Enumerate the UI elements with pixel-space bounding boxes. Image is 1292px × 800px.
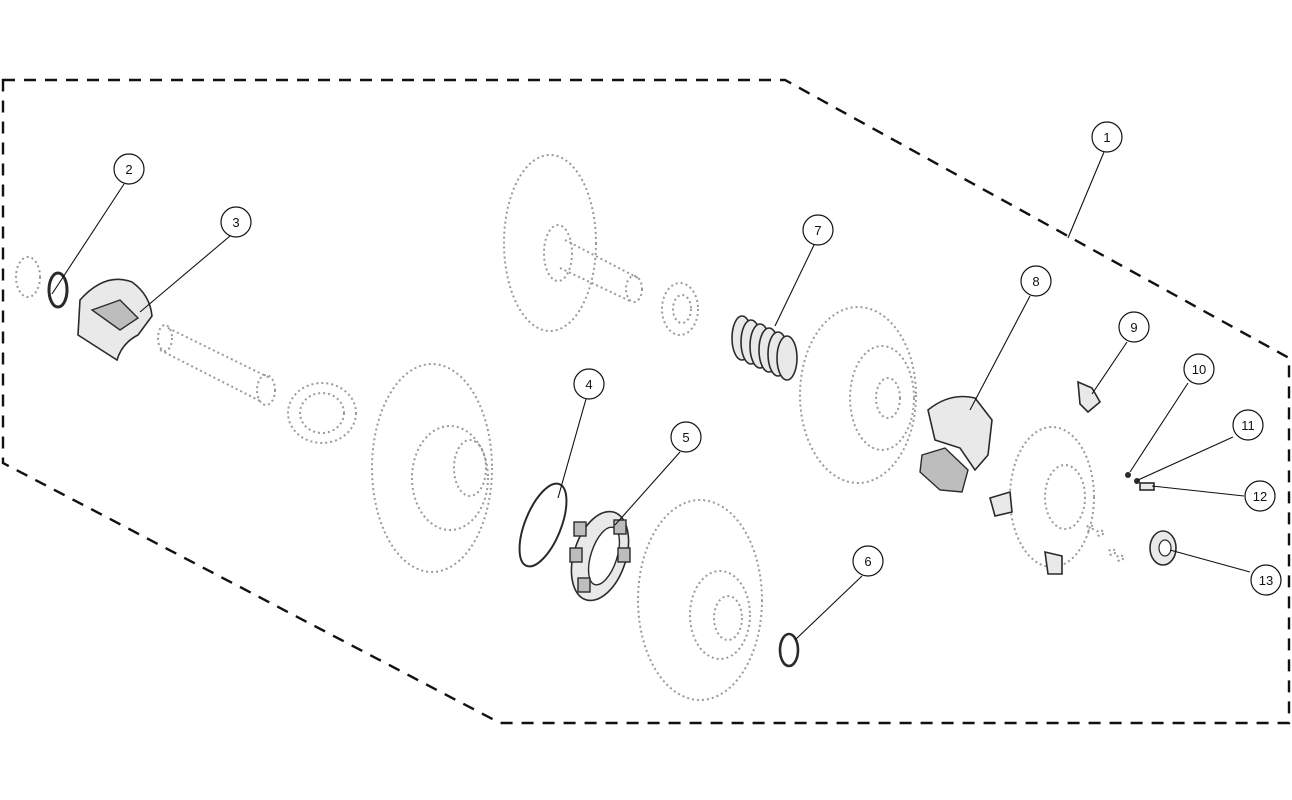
callout-c3: 3 [220,206,252,238]
callout-c8: 8 [1020,265,1052,297]
callout-bubble [1091,121,1123,153]
ghost-shaft [157,324,357,444]
callout-bubble [1118,311,1150,343]
callout-label: 13 [1259,573,1273,588]
ghost-sheave-top [503,154,643,332]
ghost-bearing [661,282,699,336]
callout-bubble [852,545,884,577]
callout-label: 2 [125,162,132,177]
part-roller-guide [569,510,631,602]
ghost-nut [15,256,41,298]
part-washer-small [1125,472,1131,478]
callout-label: 4 [585,377,592,392]
part-snap-ring [778,632,800,668]
callout-bubble [1183,353,1215,385]
callout-label: 10 [1192,362,1206,377]
callout-c13: 13 [1250,564,1282,596]
ghost-screws [1086,524,1124,562]
callout-bubble [802,214,834,246]
callout-label: 9 [1130,320,1137,335]
part-spring [731,315,798,381]
ghost-spider-plate [1009,426,1095,568]
callout-c12: 12 [1244,480,1276,512]
part-nut [1149,530,1177,566]
assembly-boundary [1,78,1291,725]
callout-label: 7 [814,223,821,238]
part-circlip [47,271,69,309]
ghost-movable-sheave [637,499,763,701]
part-weight-shoes [919,395,993,493]
callout-label: 5 [682,430,689,445]
callout-c9: 9 [1118,311,1150,343]
callout-bubble [670,421,702,453]
callout-bubble [573,368,605,400]
callout-c1: 1 [1091,121,1123,153]
part-stud [1044,550,1063,575]
highlighted-parts [47,271,1177,668]
callout-c4: 4 [573,368,605,400]
callout-c2: 2 [113,153,145,185]
part-wire-ring [518,482,568,568]
ghost-cover-housing [799,306,917,484]
callout-label: 12 [1253,489,1267,504]
callout-label: 11 [1241,418,1255,433]
callout-bubble [1244,480,1276,512]
callout-label: 6 [864,554,871,569]
callout-bubble [113,153,145,185]
callout-bubble [1020,265,1052,297]
part-stud [989,490,1013,517]
callout-c5: 5 [670,421,702,453]
part-screw [1139,482,1155,491]
ghost-sheave-front [371,363,493,573]
callout-bubble [1232,409,1264,441]
callout-c7: 7 [802,214,834,246]
callout-label: 3 [232,215,239,230]
callout-bubble [220,206,252,238]
leader-lines [51,151,1251,641]
callout-c10: 10 [1183,353,1215,385]
callout-label: 1 [1103,130,1110,145]
part-clip [1077,380,1102,414]
callout-c11: 11 [1232,409,1264,441]
callout-label: 8 [1032,274,1039,289]
ghost-parts [15,154,1124,701]
callout-bubble [1250,564,1282,596]
callout-c6: 6 [852,545,884,577]
